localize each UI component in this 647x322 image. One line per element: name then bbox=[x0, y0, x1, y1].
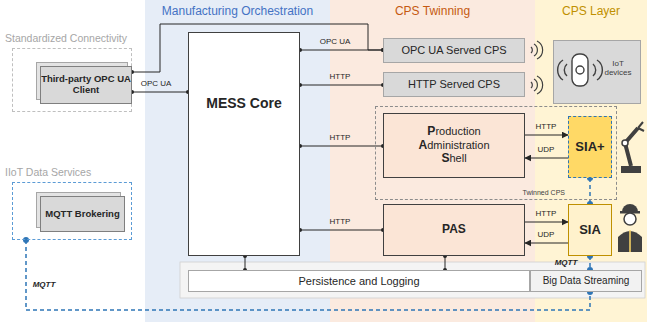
word: Shell bbox=[418, 152, 489, 166]
node-text: IIoT Data Services bbox=[5, 166, 91, 178]
device-box: IoT devices bbox=[553, 40, 641, 104]
node-text: Third-party OPC UA Client bbox=[41, 74, 131, 96]
word: Administration bbox=[418, 139, 489, 153]
integration-box: SIA bbox=[568, 204, 612, 256]
shell-box: ProductionAdministrationShell bbox=[383, 113, 525, 178]
wireless-symbol bbox=[531, 76, 543, 94]
connector bbox=[525, 135, 568, 136]
cps-box: HTTP Served CPS bbox=[383, 72, 525, 97]
cps-box: OPC UA Served CPS bbox=[383, 38, 525, 63]
region-box: Twinned CPS ProductionAdministrationShell… bbox=[375, 106, 617, 200]
column-heading: Manufacturing Orchestration bbox=[162, 5, 313, 19]
column-heading: CPS Layer bbox=[562, 5, 620, 19]
protocol-label: HTTP bbox=[329, 134, 352, 143]
protocol-label: OPC UA bbox=[140, 80, 173, 89]
connector bbox=[525, 158, 568, 159]
connector bbox=[132, 92, 188, 93]
column-heading: CPS Twinning bbox=[395, 5, 470, 19]
wireless-symbol bbox=[531, 41, 543, 59]
node-text: MESS Core bbox=[206, 95, 281, 111]
connector bbox=[300, 85, 383, 86]
node-text: Persistence and Logging bbox=[298, 275, 419, 288]
robot-arm-icon bbox=[621, 122, 644, 173]
connector bbox=[525, 243, 568, 244]
connector bbox=[525, 222, 568, 223]
node-text: PAS bbox=[442, 223, 466, 237]
protocol-label: MQTT bbox=[32, 281, 57, 290]
node-text: MQTT Brokering bbox=[45, 209, 119, 220]
connector bbox=[300, 50, 383, 51]
word: Production bbox=[418, 125, 489, 139]
protocol-label: HTTP bbox=[329, 73, 352, 82]
shell-box: PAS bbox=[383, 204, 525, 256]
protocol-label: OPC UA bbox=[319, 38, 352, 47]
connector bbox=[300, 230, 383, 231]
node-text: IoT devices bbox=[600, 59, 636, 77]
node-text: SIA bbox=[579, 223, 601, 238]
node-text: Standardized Connectivity bbox=[5, 32, 127, 44]
connector bbox=[445, 256, 446, 270]
storage-box: Persistence and Logging bbox=[188, 270, 530, 292]
node-text: SIA+ bbox=[575, 140, 604, 155]
core-box: MESS Core bbox=[188, 32, 300, 256]
group-box: IIoT Data ServicesMQTT Brokering bbox=[12, 182, 132, 240]
connector bbox=[245, 256, 246, 270]
protocol-label: HTTP bbox=[535, 123, 558, 132]
streaming-box: Big Data Streaming bbox=[530, 270, 642, 292]
storage-strip bbox=[180, 262, 645, 298]
protocol-label: MQTT bbox=[554, 259, 579, 268]
integration-box: SIA+ bbox=[568, 116, 612, 178]
worker-icon bbox=[618, 204, 642, 252]
mqtt-link bbox=[589, 256, 591, 270]
node-text: Twinned CPS bbox=[523, 189, 565, 197]
node-text: HTTP Served CPS bbox=[408, 78, 500, 91]
mqtt-link bbox=[589, 178, 591, 204]
protocol-label: UDP bbox=[537, 146, 556, 155]
iot-device-icon bbox=[558, 54, 603, 86]
protocol-label: HTTP bbox=[535, 210, 558, 219]
protocol-label: UDP bbox=[537, 231, 556, 240]
node-text: ProductionAdministrationShell bbox=[418, 125, 489, 167]
client-box: Third-party OPC UA Client bbox=[40, 66, 132, 104]
group-box: Standardized ConnectivityThird-party OPC… bbox=[12, 48, 132, 112]
connector bbox=[300, 146, 383, 147]
service-box: MQTT Brokering bbox=[40, 196, 125, 232]
fill-rect bbox=[553, 40, 641, 104]
node-text: Big Data Streaming bbox=[543, 275, 630, 287]
protocol-label: HTTP bbox=[329, 218, 352, 227]
node-text: OPC UA Served CPS bbox=[401, 44, 506, 57]
